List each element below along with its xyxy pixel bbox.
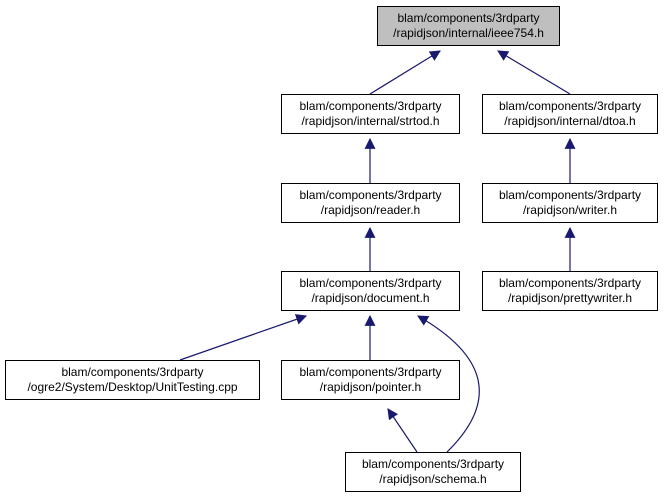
node-schema-h-line2: /rapidjson/schema.h	[379, 472, 487, 486]
node-prettywriter-h[interactable]: blam/components/3rdparty /rapidjson/pret…	[482, 271, 658, 311]
node-strtod-h-line2: /rapidjson/internal/strtod.h	[301, 114, 440, 128]
node-pointer-h-line1: blam/components/3rdparty	[299, 365, 442, 379]
node-schema-h[interactable]: blam/components/3rdparty /rapidjson/sche…	[345, 452, 521, 492]
node-unittesting-cpp-line1: blam/components/3rdparty	[61, 365, 204, 379]
node-unittesting-cpp[interactable]: blam/components/3rdparty /ogre2/System/D…	[5, 360, 260, 400]
edge-unittesting-to-document	[179, 314, 308, 361]
node-reader-h-line2: /rapidjson/reader.h	[320, 203, 421, 217]
node-writer-h[interactable]: blam/components/3rdparty /rapidjson/writ…	[482, 183, 658, 223]
edge-schema-to-pointer	[387, 408, 418, 453]
node-document-h[interactable]: blam/components/3rdparty /rapidjson/docu…	[281, 271, 460, 311]
node-schema-h-line1: blam/components/3rdparty	[361, 457, 505, 471]
node-ieee754-h: blam/components/3rdparty /rapidjson/inte…	[377, 6, 560, 46]
edge-strtod-to-ieee754	[369, 50, 441, 95]
node-ieee754-h-line1: blam/components/3rdparty	[397, 11, 540, 25]
edge-schema-to-document	[417, 315, 480, 453]
node-prettywriter-h-line1: blam/components/3rdparty	[498, 276, 642, 290]
node-prettywriter-h-line2: /rapidjson/prettywriter.h	[507, 291, 633, 305]
node-dtoa-h-line2: /rapidjson/internal/dtoa.h	[504, 114, 636, 128]
node-unittesting-cpp-line2: /ogre2/System/Desktop/UnitTesting.cpp	[27, 380, 238, 394]
node-reader-h-line1: blam/components/3rdparty	[299, 188, 442, 202]
node-writer-h-line2: /rapidjson/writer.h	[522, 203, 618, 217]
node-pointer-h-line2: /rapidjson/pointer.h	[319, 380, 422, 394]
node-dtoa-h-line1: blam/components/3rdparty	[498, 99, 642, 113]
node-ieee754-h-line2: /rapidjson/internal/ieee754.h	[393, 26, 544, 40]
node-writer-h-line1: blam/components/3rdparty	[498, 188, 642, 202]
edge-dtoa-to-ieee754	[497, 50, 571, 95]
node-strtod-h[interactable]: blam/components/3rdparty /rapidjson/inte…	[281, 94, 460, 134]
node-dtoa-h[interactable]: blam/components/3rdparty /rapidjson/inte…	[482, 94, 658, 134]
node-document-h-line2: /rapidjson/document.h	[311, 291, 430, 305]
node-reader-h[interactable]: blam/components/3rdparty /rapidjson/read…	[281, 183, 460, 223]
node-strtod-h-line1: blam/components/3rdparty	[299, 99, 442, 113]
node-pointer-h[interactable]: blam/components/3rdparty /rapidjson/poin…	[281, 360, 460, 400]
node-document-h-line1: blam/components/3rdparty	[299, 276, 442, 290]
